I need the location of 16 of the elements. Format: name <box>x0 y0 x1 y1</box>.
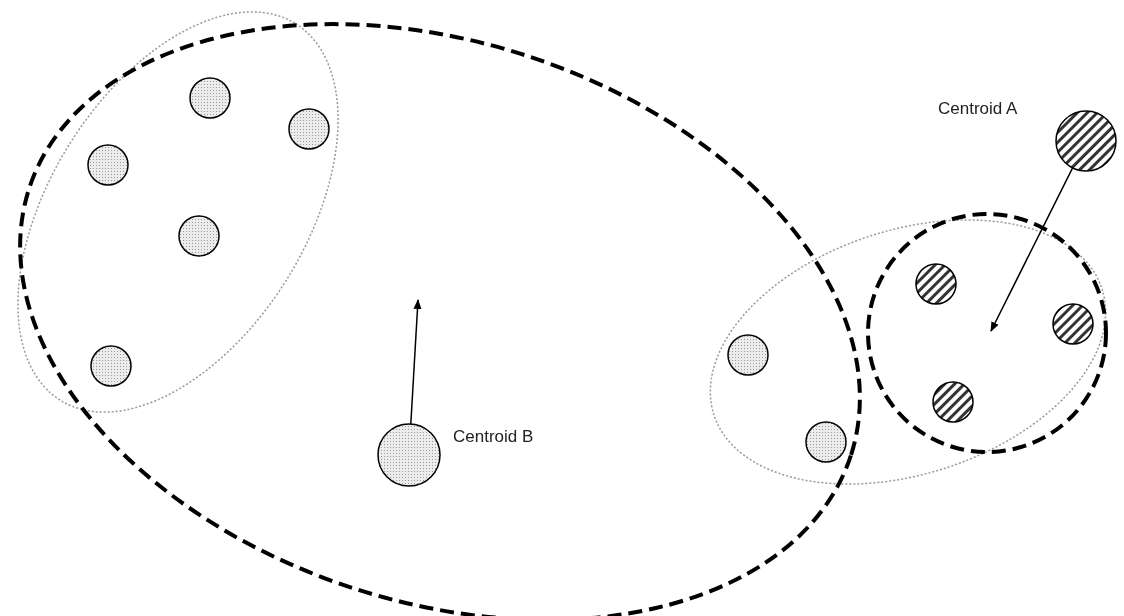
arrow <box>410 299 422 425</box>
dotted-circle <box>288 108 330 150</box>
dotted-circle <box>805 421 847 463</box>
hatched-circle <box>1055 110 1117 172</box>
dotted-circle <box>87 144 129 186</box>
dotted-circle <box>189 77 231 119</box>
hatched-circle <box>915 263 957 305</box>
dotted-circle <box>90 345 132 387</box>
hatched-circle <box>932 381 974 423</box>
centroid-label: Centroid B <box>453 426 534 448</box>
arrow <box>990 167 1074 332</box>
dotted-circle <box>377 423 441 487</box>
dotted-circle <box>178 215 220 257</box>
hatched-circle <box>1052 303 1094 345</box>
dotted-circle <box>727 334 769 376</box>
centroid-label: Centroid A <box>938 98 1018 120</box>
